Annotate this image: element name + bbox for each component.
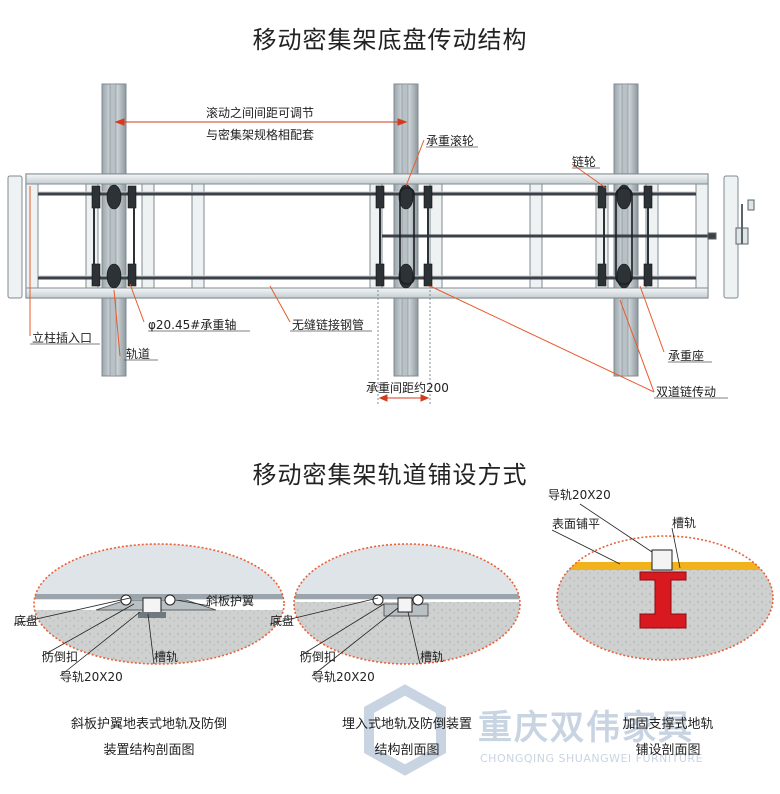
label-rail: 轨道 [126, 347, 151, 361]
watermark-en: CHONGQING SHUANGWEI FURNITURE [480, 752, 704, 765]
d1-anti-tip: 防倒扣 [42, 650, 79, 664]
label-sprocket: 链轮 [572, 155, 597, 169]
d2-caption-line1: 埋入式地轨及防倒装置 [341, 717, 472, 732]
d1-caption: 斜板护翼地表式地轨及防倒 装置结构剖面图 [44, 712, 254, 764]
d3-groove: 槽轨 [672, 516, 697, 530]
chassis-diagram [7, 83, 755, 404]
label-bearing-wheel: 承重滚轮 [426, 134, 475, 148]
d3-caption-line1: 加固支撑式地轨 [622, 717, 714, 732]
d2-caption-line2: 结构剖面图 [374, 743, 440, 758]
d1-guide: 导轨20X20 [60, 670, 123, 684]
label-axle: φ20.45#承重轴 [148, 318, 237, 332]
spacing-dimension [114, 118, 408, 126]
watermark-cn: 重庆双伟家具 [478, 708, 694, 748]
d2-guide: 导轨20X20 [312, 670, 375, 684]
d2-caption: 埋入式地轨及防倒装置 结构剖面图 [322, 712, 492, 764]
d1-wing: 斜板护翼 [206, 594, 255, 608]
d3-caption: 加固支撑式地轨 铺设剖面图 [608, 712, 728, 764]
d3-surface: 表面铺平 [552, 517, 601, 531]
bottom-title: 移动密集架轨道铺设方式 [252, 461, 528, 489]
spacing-note-line1: 滚动之间间距可调节 [206, 106, 315, 120]
label-seamless-tube: 无缝链接钢管 [292, 318, 365, 332]
label-bearing-spacing: 承重间距约200 [366, 381, 449, 395]
label-bearing-seat: 承重座 [668, 349, 705, 363]
d1-caption-line2: 装置结构剖面图 [103, 743, 195, 758]
label-double-chain: 双道链传动 [656, 385, 717, 399]
d3-guide: 导轨20X20 [548, 488, 611, 502]
d2-anti-tip: 防倒扣 [300, 650, 337, 664]
shafts [38, 192, 712, 280]
d1-groove: 槽轨 [154, 650, 179, 664]
top-title: 移动密集架底盘传动结构 [252, 26, 528, 54]
bearing-spacing-dimension [377, 290, 431, 404]
d1-chassis: 底盘 [14, 614, 39, 628]
spacing-note-line2: 与密集架规格相配套 [206, 128, 315, 142]
crank-handle [707, 199, 755, 245]
d2-chassis: 底盘 [270, 614, 295, 628]
vertical-rails [101, 83, 639, 377]
d2-groove: 槽轨 [420, 650, 445, 664]
d3-caption-line2: 铺设剖面图 [635, 743, 701, 758]
d1-caption-line1: 斜板护翼地表式地轨及防倒 [70, 717, 227, 732]
label-column-socket: 立柱插入口 [32, 331, 93, 345]
shaft-highlights [38, 191, 696, 277]
